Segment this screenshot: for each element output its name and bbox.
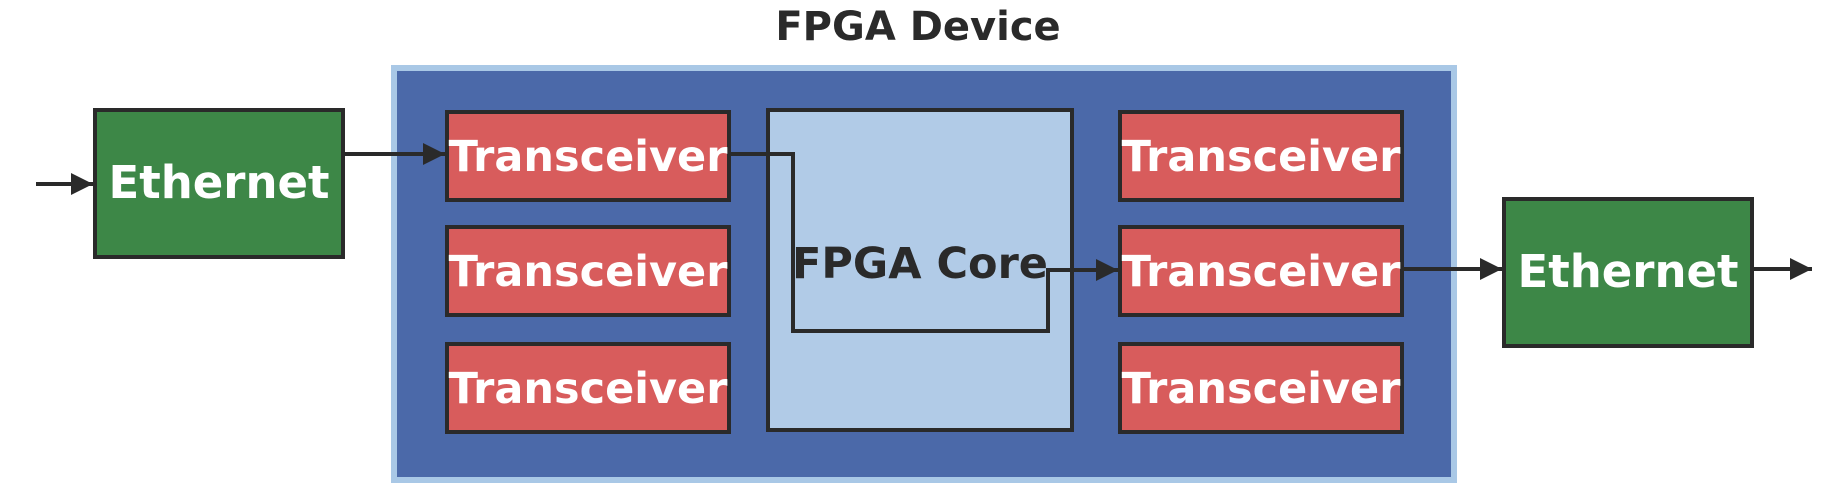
left-transceiver-3 — [445, 342, 731, 434]
left-transceiver-3-label: Transceiver — [449, 364, 729, 414]
data-path-connectors — [36, 143, 1812, 333]
left-transceiver-1-label: Transceiver — [449, 132, 729, 182]
output-ethernet-label: Ethernet — [1517, 245, 1738, 298]
right-transceiver-3 — [1118, 342, 1404, 434]
fpga-core-label: FPGA Core — [792, 239, 1048, 289]
left-transceiver-2 — [445, 225, 731, 317]
right-transceiver-2 — [1118, 225, 1404, 317]
right-transceiver-3-label: Transceiver — [1122, 364, 1402, 414]
left-transceiver-2-label: Transceiver — [449, 247, 729, 297]
left-transceiver-group: Transceiver Transceiver Transceiver — [445, 110, 731, 434]
input-ethernet-label: Ethernet — [108, 156, 329, 209]
fpga-core-block — [766, 108, 1074, 432]
right-transceiver-2-label: Transceiver — [1122, 247, 1402, 297]
left-transceiver-1 — [445, 110, 731, 202]
right-transceiver-1-label: Transceiver — [1122, 132, 1402, 182]
right-transceiver-1 — [1118, 110, 1404, 202]
core-routing-path — [729, 152, 1118, 333]
right-transceiver-group: Transceiver Transceiver Transceiver — [1118, 110, 1404, 434]
device-title: FPGA Device — [775, 4, 1060, 50]
output-ethernet-block — [1502, 197, 1754, 348]
input-ethernet-block — [93, 108, 345, 259]
